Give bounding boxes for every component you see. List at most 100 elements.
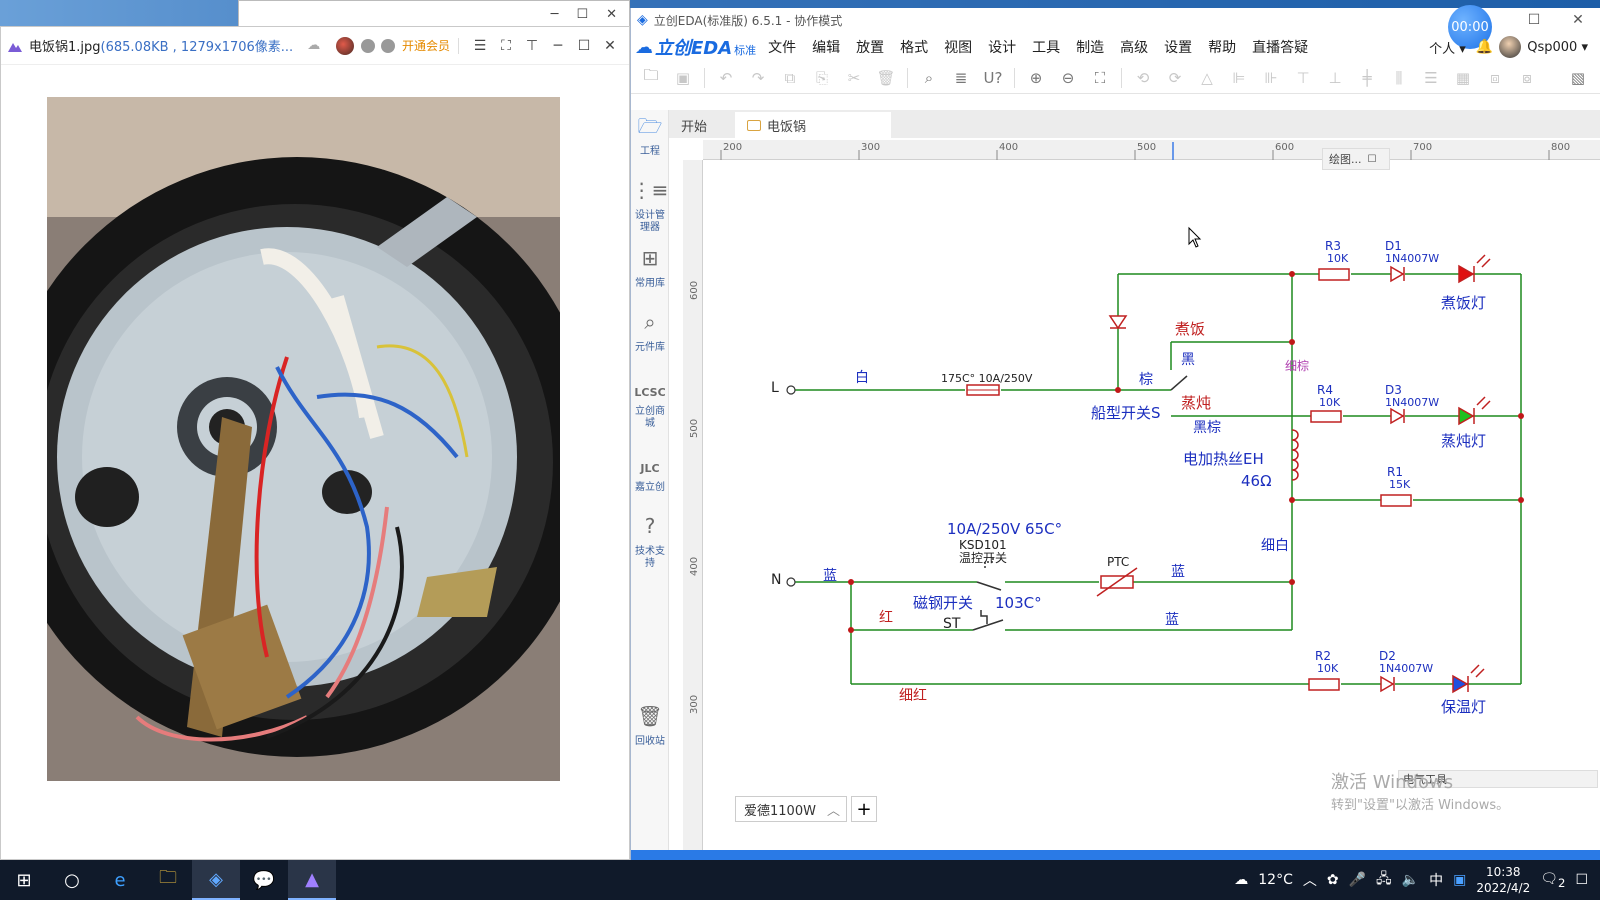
schematic-canvas[interactable]: L N 白 175C° 10A/250V 棕 黑 煮饭 蒸炖 船型开关S 黑棕 … bbox=[705, 160, 1600, 850]
heater-coil[interactable] bbox=[1291, 429, 1299, 481]
file-explorer-icon[interactable]: 🗀 bbox=[159, 867, 177, 888]
menu-manufacture[interactable]: 制造 bbox=[1076, 40, 1105, 56]
chevron-up-icon[interactable]: ︿ bbox=[826, 803, 840, 819]
pin-icon[interactable]: ⊤ bbox=[525, 37, 539, 54]
diode-vertical[interactable] bbox=[1108, 315, 1128, 330]
photo-viewer-taskbar-icon[interactable]: ▲ bbox=[288, 860, 336, 900]
terminal-L[interactable] bbox=[786, 385, 796, 395]
maximize-icon[interactable]: ☐ bbox=[577, 37, 591, 54]
menu-advanced[interactable]: 高级 bbox=[1120, 40, 1149, 56]
menu-icon[interactable]: ☰ bbox=[473, 37, 487, 54]
flower-icon[interactable]: ✿ bbox=[1326, 872, 1339, 888]
menu-settings[interactable]: 设置 bbox=[1164, 40, 1193, 56]
align-center-icon[interactable]: ╪ bbox=[1362, 68, 1372, 87]
rail-common-lib[interactable]: ⊞ 常用库 bbox=[631, 248, 669, 290]
open-folder-icon[interactable]: 🗀 bbox=[643, 66, 659, 84]
notification-icon[interactable]: 🗨2 bbox=[1540, 870, 1566, 890]
maximize-icon[interactable]: ☐ bbox=[576, 6, 589, 22]
bell-icon[interactable]: 🔔 bbox=[1475, 39, 1494, 55]
close-icon[interactable]: ✕ bbox=[606, 6, 617, 22]
menu-place[interactable]: 放置 bbox=[856, 40, 885, 56]
search-icon[interactable]: ○ bbox=[64, 869, 80, 891]
electrical-tools-panel[interactable]: 电气工具 bbox=[1398, 770, 1598, 788]
eda-taskbar-icon[interactable]: ◈ bbox=[192, 860, 240, 900]
resistor-r3[interactable] bbox=[1318, 268, 1350, 281]
rail-jlc[interactable]: JLC 嘉立创 bbox=[631, 456, 669, 494]
minimize-icon[interactable]: ─ bbox=[553, 37, 563, 54]
record-timer[interactable]: 00:00 bbox=[1448, 5, 1492, 49]
action-center-icon[interactable]: ☐ bbox=[1575, 872, 1588, 888]
undo-icon[interactable]: ↶ bbox=[719, 68, 733, 87]
close-icon[interactable]: ✕ bbox=[1572, 12, 1584, 28]
ksd-thermostat-switch[interactable] bbox=[976, 556, 1002, 591]
annotate-icon[interactable]: U? bbox=[983, 68, 1003, 87]
tab-start[interactable]: 开始 bbox=[669, 112, 735, 138]
tab-rice-cooker[interactable]: 电饭锅 bbox=[735, 112, 891, 138]
align-left-icon[interactable]: ⊫ bbox=[1232, 68, 1246, 87]
fullscreen-icon[interactable]: ⛶ bbox=[501, 37, 511, 54]
maximize-icon[interactable]: ☐ bbox=[1527, 12, 1541, 28]
cloud-upload-icon[interactable]: ☁ bbox=[307, 38, 321, 53]
close-icon[interactable]: ✕ bbox=[604, 37, 616, 54]
terminal-N[interactable] bbox=[786, 577, 796, 587]
fit-view-icon[interactable]: ⛶ bbox=[1094, 68, 1106, 87]
zoom-out-icon[interactable]: ⊖ bbox=[1061, 68, 1075, 87]
rotate-left-icon[interactable]: ⟲ bbox=[1136, 68, 1150, 87]
distribute-v-icon[interactable]: ☰ bbox=[1424, 68, 1438, 87]
network-icon[interactable]: 🖧 bbox=[1376, 871, 1392, 887]
rail-recycle-bin[interactable]: 🗑 回收站 bbox=[631, 706, 669, 748]
start-button[interactable]: ⊞ bbox=[16, 869, 32, 891]
diode-d3[interactable] bbox=[1390, 407, 1405, 425]
copy-icon[interactable]: ⧉ bbox=[784, 68, 796, 87]
grid-icon[interactable]: ▦ bbox=[1455, 68, 1471, 87]
viewer-avatar[interactable] bbox=[335, 36, 354, 55]
rail-design-manager[interactable]: ⋮≡ 设计管理器 bbox=[631, 180, 669, 234]
rail-lcsc-mall[interactable]: LCSC 立创商城 bbox=[631, 380, 669, 430]
align-bottom-icon[interactable]: ⊥ bbox=[1328, 68, 1342, 87]
resistor-r1[interactable] bbox=[1380, 494, 1412, 507]
align-top-icon[interactable]: ⊤ bbox=[1296, 68, 1310, 87]
save-icon[interactable]: ▣ bbox=[675, 68, 691, 87]
paste-icon[interactable]: ⎘ bbox=[815, 68, 828, 87]
diode-d2[interactable] bbox=[1380, 675, 1395, 693]
rail-support[interactable]: ? 技术支持 bbox=[631, 516, 669, 570]
search-icon[interactable]: ⌕ bbox=[924, 68, 934, 87]
diode-d1[interactable] bbox=[1390, 265, 1405, 283]
chevron-up-icon[interactable]: ︿ bbox=[1302, 873, 1317, 889]
weather-temp[interactable]: 12°C bbox=[1258, 872, 1293, 888]
rail-component-lib[interactable]: ⌕ 元件库 bbox=[631, 312, 669, 354]
user-avatar[interactable] bbox=[1499, 36, 1522, 58]
clock[interactable]: 10:38 2022/4/2 bbox=[1476, 864, 1530, 896]
resistor-r4[interactable] bbox=[1310, 410, 1342, 423]
menu-view[interactable]: 视图 bbox=[944, 40, 973, 56]
sheet-tab[interactable]: 爱德1100W ︿ bbox=[735, 796, 847, 822]
distribute-h-icon[interactable]: ⫼ bbox=[1395, 68, 1403, 87]
wechat-icon[interactable]: 💬 bbox=[252, 869, 276, 891]
weather-icon[interactable]: ☁ bbox=[1234, 872, 1249, 888]
led-stew[interactable] bbox=[1458, 396, 1491, 426]
menu-tools[interactable]: 工具 bbox=[1032, 40, 1061, 56]
magnetic-switch[interactable] bbox=[972, 610, 1004, 631]
resistor-r2[interactable] bbox=[1308, 678, 1340, 691]
bring-front-icon[interactable]: ⧈ bbox=[1490, 68, 1500, 87]
ie-icon[interactable]: e bbox=[114, 869, 126, 891]
menu-file[interactable]: 文件 bbox=[768, 40, 797, 56]
menu-help[interactable]: 帮助 bbox=[1208, 40, 1237, 56]
send-back-icon[interactable]: ⧇ bbox=[1522, 68, 1532, 87]
find-replace-icon[interactable]: ≣ bbox=[954, 68, 968, 87]
image-export-icon[interactable]: ▧ bbox=[1570, 68, 1586, 87]
cut-icon[interactable]: ✂ bbox=[847, 68, 861, 87]
align-right-icon[interactable]: ⊪ bbox=[1264, 68, 1278, 87]
add-sheet-button[interactable]: + bbox=[851, 796, 877, 822]
delete-icon[interactable]: 🗑 bbox=[876, 68, 896, 87]
microphone-icon[interactable]: 🎤 bbox=[1348, 872, 1367, 888]
menu-live-qa[interactable]: 直播答疑 bbox=[1252, 40, 1309, 56]
ime-indicator[interactable]: 中 bbox=[1429, 873, 1444, 889]
rotate-right-icon[interactable]: ⟳ bbox=[1168, 68, 1182, 87]
menu-edit[interactable]: 编辑 bbox=[812, 40, 841, 56]
rail-project[interactable]: 🗁 工程 bbox=[631, 116, 669, 158]
vip-link[interactable]: 开通会员 bbox=[401, 39, 450, 53]
volume-icon[interactable]: 🔈 bbox=[1401, 872, 1420, 888]
panel-toggle-icon[interactable]: ☐ bbox=[1367, 153, 1377, 165]
zoom-in-icon[interactable]: ⊕ bbox=[1029, 68, 1043, 87]
